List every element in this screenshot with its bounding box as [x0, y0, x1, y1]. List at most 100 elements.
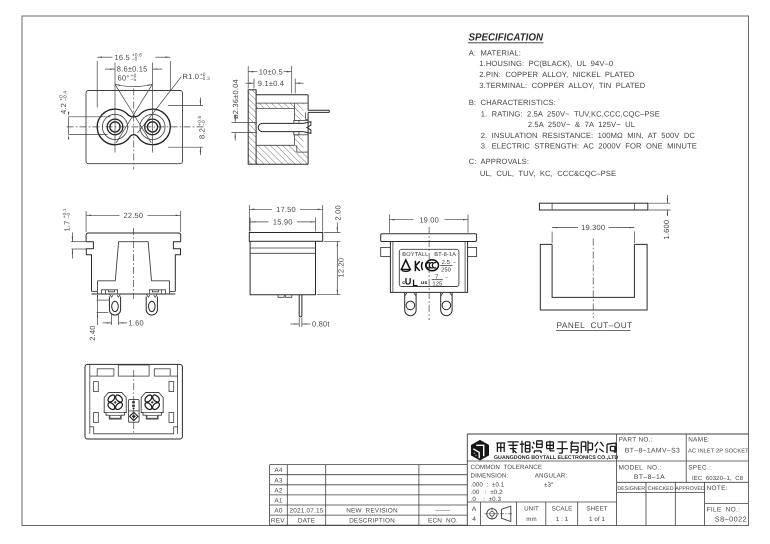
svg-text:FILE NO.:: FILE NO.:	[707, 507, 741, 514]
svg-text:A1: A1	[274, 498, 282, 505]
svg-text:ECN NO.: ECN NO.	[428, 518, 458, 525]
svg-text:+0.6: +0.6	[197, 115, 203, 125]
svg-text:±3°: ±3°	[544, 482, 554, 489]
svg-text:C: APPROVALS:: C: APPROVALS:	[469, 157, 529, 166]
svg-text:––––: ––––	[435, 507, 450, 514]
svg-text:15.90: 15.90	[273, 218, 293, 227]
svg-text:SCALE: SCALE	[552, 506, 573, 513]
svg-text:125: 125	[432, 280, 442, 287]
svg-text:+0: +0	[59, 95, 65, 101]
svg-text:A: MATERIAL:: A: MATERIAL:	[469, 48, 521, 57]
svg-text:ANGULAR:: ANGULAR:	[535, 472, 568, 479]
svg-text:2.PIN: COPPER ALLOY, NICKEL: 2.PIN: COPPER ALLOY, NICKEL PLATED	[479, 70, 635, 79]
svg-text:A4: A4	[274, 467, 282, 474]
svg-text:250: 250	[441, 266, 451, 273]
svg-text:–0: –0	[66, 213, 72, 219]
svg-text:10±0.5: 10±0.5	[259, 67, 283, 76]
svg-text:c: c	[402, 280, 405, 286]
svg-text:mm: mm	[526, 516, 537, 523]
svg-text:DESCRIPTION: DESCRIPTION	[349, 518, 395, 525]
svg-text:APPROVED: APPROVED	[675, 486, 705, 492]
svg-text:19.300: 19.300	[581, 223, 605, 232]
svg-text:–0.4: –0.4	[63, 91, 69, 101]
svg-text:~: ~	[445, 276, 448, 282]
svg-text:3. ELECTRIC STRENGTH: AC 2: 3. ELECTRIC STRENGTH: AC 2000V FOR ONE M…	[481, 142, 697, 151]
svg-text:PANEL CUT–OUT: PANEL CUT–OUT	[557, 321, 633, 330]
svg-text:BT–8–1A: BT–8–1A	[634, 474, 665, 481]
svg-text:REV.: REV.	[271, 518, 286, 525]
svg-text:+0: +0	[131, 73, 137, 79]
svg-text:S8–0022: S8–0022	[715, 515, 747, 524]
svg-text:SHEET: SHEET	[586, 506, 607, 513]
svg-text:12.20: 12.20	[336, 258, 345, 278]
svg-text:8.2: 8.2	[197, 128, 206, 139]
svg-text:.0 : ±0.3: .0 : ±0.3	[471, 496, 502, 503]
svg-text:NEW REVISION: NEW REVISION	[346, 508, 398, 515]
svg-text:1.60: 1.60	[129, 319, 144, 328]
svg-text:GUANGDONG BOYTALL ELECTRONICS: GUANGDONG BOYTALL ELECTRONICS CO.,LTD	[494, 455, 619, 461]
svg-text:+0: +0	[200, 72, 206, 78]
svg-text:17.50: 17.50	[276, 205, 296, 214]
svg-text:2.5A 250V~ & 7A 125V~ UL: 2.5A 250V~ & 7A 125V~ UL	[528, 120, 635, 129]
svg-text:A0: A0	[274, 508, 282, 515]
svg-text:BOYTALL: BOYTALL	[402, 252, 428, 258]
svg-text:ø2.36±0.04: ø2.36±0.04	[231, 79, 240, 119]
svg-text:8.6±0.15: 8.6±0.15	[117, 65, 148, 74]
svg-text:2. INSULATION RESISTANCE: 1: 2. INSULATION RESISTANCE: 100MΩ MIN, AT …	[481, 131, 696, 140]
svg-text:MODEL NO.:: MODEL NO.:	[619, 464, 662, 471]
svg-text:.000 : ±0.1: .000 : ±0.1	[471, 482, 505, 489]
svg-text:NAME:: NAME:	[688, 437, 710, 444]
svg-text:DATE: DATE	[298, 518, 315, 525]
svg-text:AC INLET 2P SOCKET: AC INLET 2P SOCKET	[688, 449, 749, 455]
svg-text:3.TERMINAL: COPPER ALLOY, T: 3.TERMINAL: COPPER ALLOY, TIN PLATED	[479, 81, 645, 90]
svg-text:19.00: 19.00	[419, 215, 439, 224]
svg-text:60°: 60°	[118, 73, 130, 82]
svg-text:SPEC.:: SPEC.:	[688, 464, 711, 471]
svg-text:0.80t: 0.80t	[312, 320, 330, 329]
svg-text:DESIGNER: DESIGNER	[617, 486, 645, 492]
svg-text:NOTE:: NOTE:	[707, 485, 728, 492]
svg-text:1.7: 1.7	[62, 220, 71, 231]
svg-text:R1.0: R1.0	[183, 72, 200, 81]
svg-text:2.00: 2.00	[333, 205, 342, 220]
svg-text:IEC 60320–1, C8: IEC 60320–1, C8	[692, 475, 744, 482]
svg-text:+0.1: +0.1	[62, 208, 68, 218]
svg-text:22.50: 22.50	[124, 211, 144, 220]
svg-text:+0.6: +0.6	[132, 53, 142, 59]
svg-text:1.HOUSING: PC(BLACK), UL 94: 1.HOUSING: PC(BLACK), UL 94V–0	[479, 59, 613, 68]
svg-text:COMMON TOLERANCE: COMMON TOLERANCE	[471, 464, 543, 471]
svg-text:1 of 1: 1 of 1	[589, 516, 606, 523]
svg-text:2021.07.15: 2021.07.15	[290, 508, 324, 515]
svg-text:–5: –5	[131, 77, 137, 83]
svg-text:1. RATING: 2.5A 250V~ TUV,: 1. RATING: 2.5A 250V~ TUV,KC,CCC,CQC–PSE	[481, 109, 660, 118]
svg-text:4.2: 4.2	[59, 103, 68, 114]
svg-text:9.1±0.4: 9.1±0.4	[258, 79, 284, 88]
svg-text:L: L	[412, 278, 418, 288]
svg-text:7: 7	[435, 275, 439, 281]
svg-text:UNIT: UNIT	[524, 506, 539, 513]
svg-text:–0: –0	[201, 120, 207, 126]
svg-text:A: A	[472, 506, 477, 513]
svg-text:4: 4	[472, 516, 476, 523]
svg-text:~: ~	[453, 260, 456, 266]
svg-text:B: CHARACTERISTICS:: B: CHARACTERISTICS:	[469, 98, 556, 107]
svg-text:–0.3: –0.3	[200, 76, 210, 82]
svg-text:1 : 1: 1 : 1	[556, 516, 569, 523]
svg-text:CHECKED: CHECKED	[648, 486, 674, 492]
svg-text:2.40: 2.40	[88, 325, 97, 340]
svg-text:1.600: 1.600	[662, 220, 671, 240]
svg-text:2.5: 2.5	[442, 259, 450, 266]
svg-text:.00 : ±0.2: .00 : ±0.2	[471, 489, 504, 496]
svg-text:UL, CUL, TUV, KC, CCC&CQC–: UL, CUL, TUV, KC, CCC&CQC–PSE	[480, 169, 616, 178]
svg-text:DIMENSION:: DIMENSION:	[471, 472, 509, 479]
svg-text:PART NO.:: PART NO.:	[619, 437, 653, 444]
svg-text:us: us	[421, 280, 428, 286]
svg-text:U: U	[405, 276, 412, 286]
svg-text:16.5: 16.5	[115, 53, 130, 62]
svg-text:–0: –0	[132, 57, 138, 63]
svg-text:BT–8–1AMV–S3: BT–8–1AMV–S3	[625, 448, 680, 455]
svg-text:BT-8-1A: BT-8-1A	[434, 252, 456, 258]
svg-text:A3: A3	[274, 477, 282, 484]
svg-text:SPECIFICATION: SPECIFICATION	[469, 33, 544, 44]
svg-text:A2: A2	[274, 487, 282, 494]
